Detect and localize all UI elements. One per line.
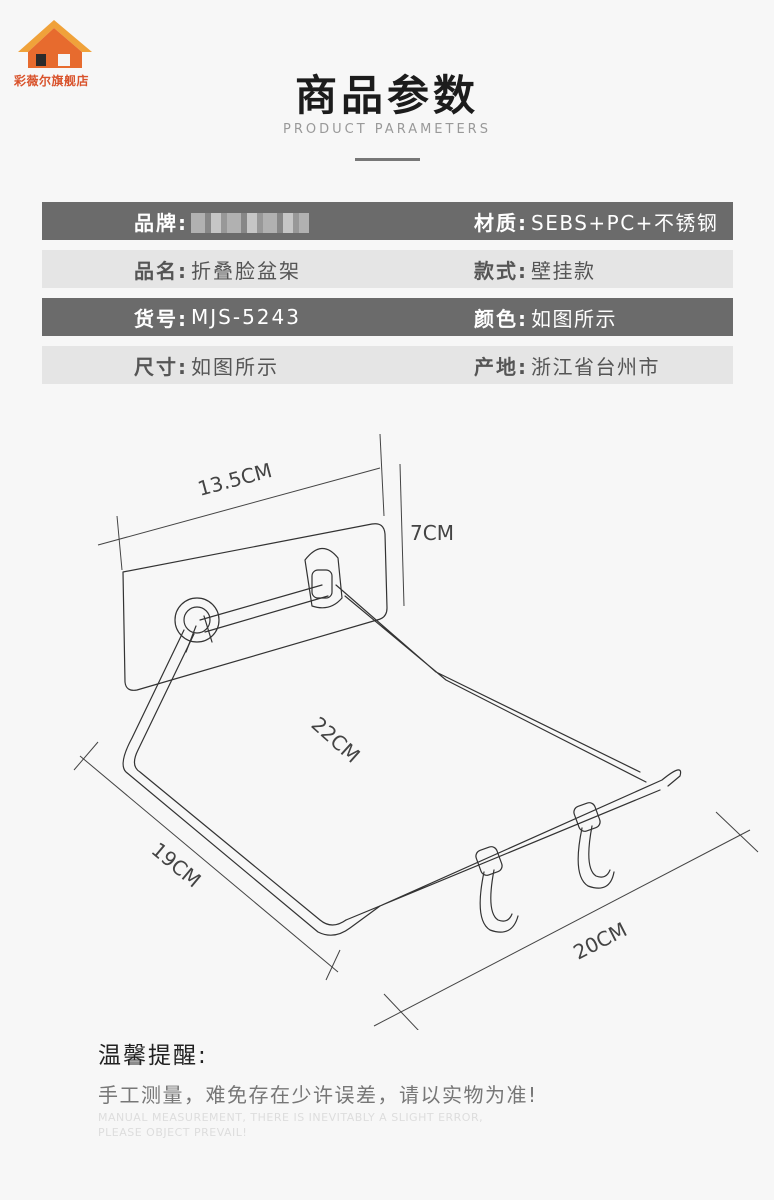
param-row-model: 货号: MJS-5243 颜色: 如图所示 — [42, 298, 733, 336]
material-label: 材质: — [474, 210, 528, 235]
dim-side: 19CM — [147, 837, 206, 892]
dim-plate-height: 7CM — [410, 521, 454, 545]
parameter-table: 品牌: 材质: SEBS+PC+不锈钢 品名: 折叠脸盆架 款式: 壁挂款 货号… — [42, 202, 733, 394]
left-arm — [122, 629, 381, 936]
dim-front: 20CM — [569, 917, 630, 964]
reminder-en-line2: PLEASE OBJECT PREVAIL! — [98, 1126, 248, 1139]
shop-name: 彩薇尔旗舰店 — [14, 74, 90, 88]
color-label: 颜色: — [474, 306, 528, 331]
size-label: 尺寸: — [134, 354, 188, 379]
param-row-brand: 品牌: 材质: SEBS+PC+不锈钢 — [42, 202, 733, 240]
brand-redacted — [191, 212, 309, 233]
size-value: 如图所示 — [191, 354, 279, 379]
style-label: 款式: — [474, 258, 528, 283]
page-title: 商品参数 — [294, 71, 479, 120]
origin-label: 产地: — [474, 354, 528, 379]
mount-right — [304, 547, 343, 609]
style-value: 壁挂款 — [531, 258, 596, 283]
brand-value — [188, 209, 431, 233]
top-rail — [199, 584, 329, 633]
param-row-name: 品名: 折叠脸盆架 款式: 壁挂款 — [42, 250, 733, 288]
reminder-text: 手工测量，难免存在少许误差，请以实物为准! — [98, 1083, 538, 1107]
product-diagram: 13.5CM 7CM 22CM 19CM 20CM — [73, 433, 759, 1030]
dim-depth: 22CM — [307, 712, 365, 768]
front-rail — [345, 769, 682, 921]
reminder-english: MANUAL MEASUREMENT, THERE IS INEVITABLY … — [98, 1110, 483, 1140]
model-value: MJS-5243 — [191, 305, 301, 329]
origin-value: 浙江省台州市 — [531, 354, 660, 379]
hook-left — [475, 846, 519, 933]
brand-label: 品牌: — [134, 210, 188, 235]
title-divider — [355, 158, 420, 161]
param-row-size: 尺寸: 如图所示 产地: 浙江省台州市 — [42, 346, 733, 384]
model-label: 货号: — [134, 306, 188, 331]
name-label: 品名: — [134, 258, 188, 283]
dim-plate-width: 13.5CM — [195, 458, 274, 501]
reminder-title: 温馨提醒: — [98, 1043, 208, 1069]
color-value: 如图所示 — [531, 306, 617, 331]
material-value: SEBS+PC+不锈钢 — [531, 210, 719, 235]
mount-left — [174, 597, 220, 643]
reminder-en-line1: MANUAL MEASUREMENT, THERE IS INEVITABLY … — [98, 1111, 484, 1124]
name-value: 折叠脸盆架 — [191, 258, 301, 283]
right-arm — [335, 584, 647, 783]
shop-logo — [18, 20, 92, 68]
wall-plate — [122, 523, 388, 691]
hook-right — [573, 802, 615, 889]
page-subtitle: PRODUCT PARAMETERS — [283, 122, 491, 137]
